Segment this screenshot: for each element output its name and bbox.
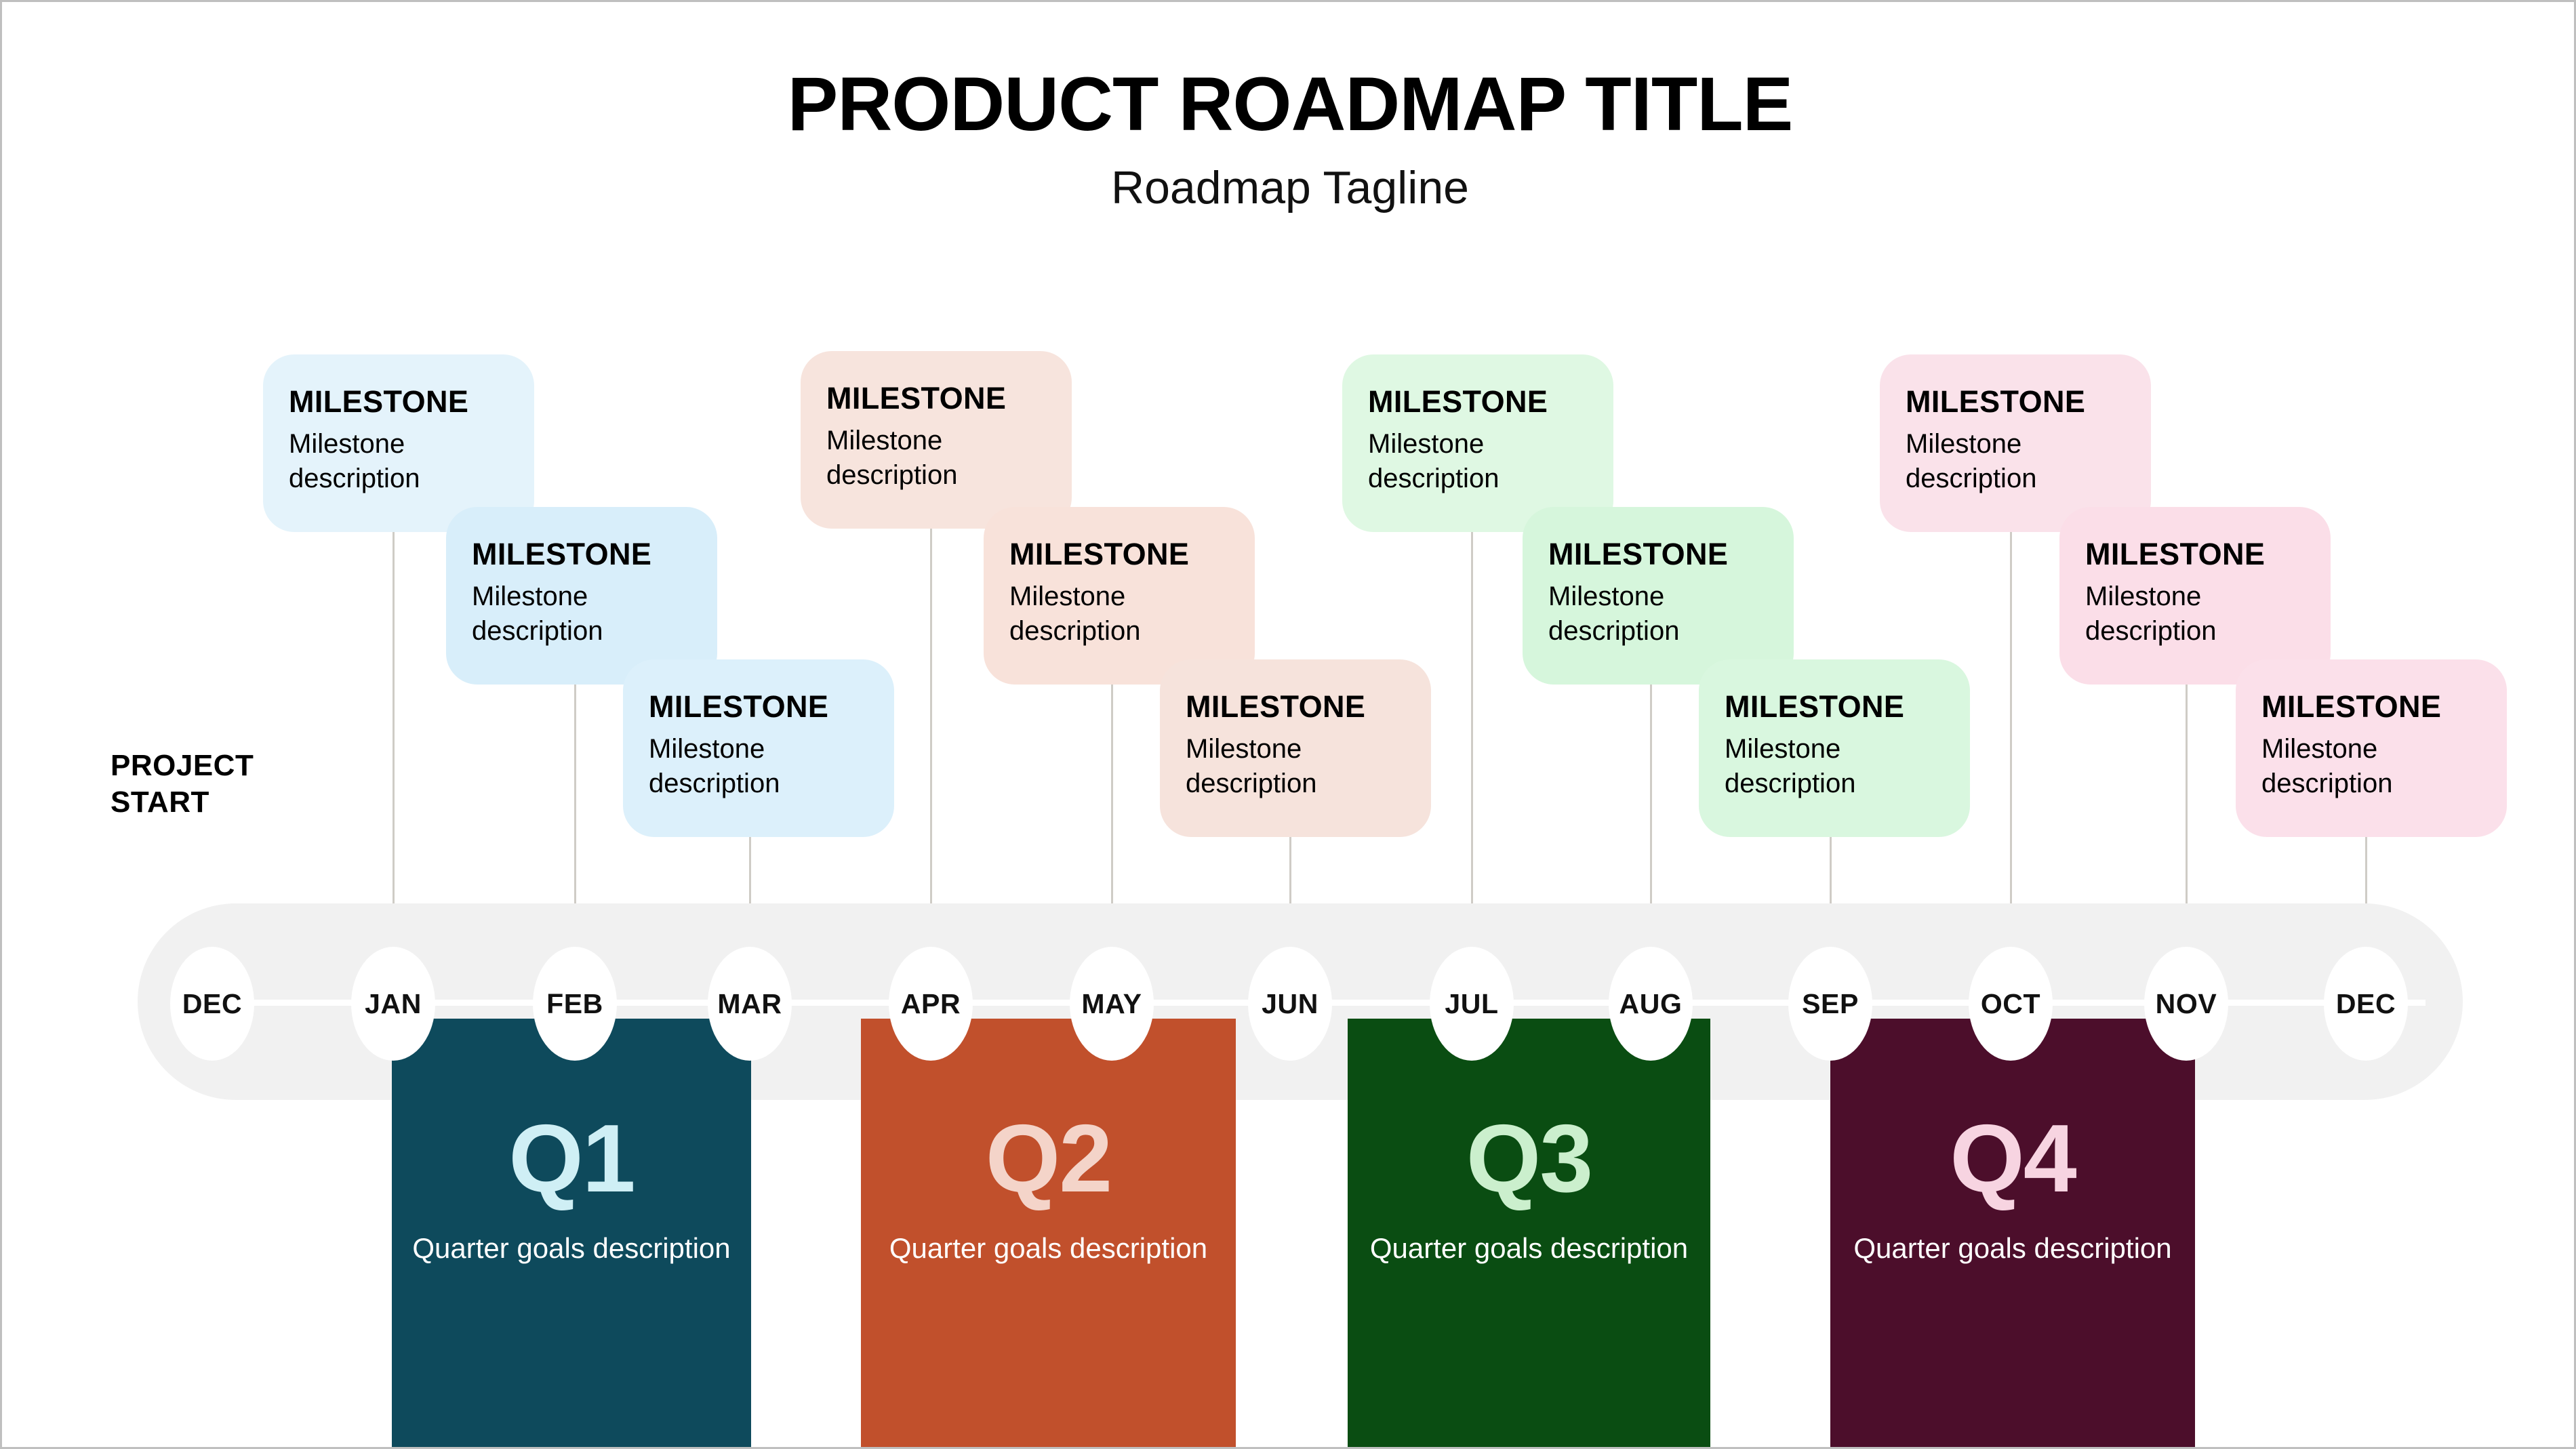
- milestone-title: MILESTONE: [289, 384, 469, 419]
- milestone-title: MILESTONE: [1009, 537, 1190, 571]
- milestone-card[interactable]: MILESTONE Milestone description: [263, 354, 534, 532]
- quarter-label: Q1: [508, 1105, 635, 1212]
- month-label: JUL: [1445, 987, 1499, 1019]
- roadmap-header: PRODUCT ROADMAP TITLE Roadmap Tagline: [2, 62, 2574, 213]
- milestone-description: Milestone description: [472, 581, 603, 646]
- milestone-title: MILESTONE: [1906, 384, 2086, 419]
- milestone-title: MILESTONE: [2085, 537, 2266, 571]
- project-start-line1: PROJECT: [110, 749, 254, 782]
- month-marker-apr-4[interactable]: APR: [889, 947, 973, 1061]
- quarter-label: Q2: [985, 1105, 1112, 1212]
- month-marker-jun-6[interactable]: JUN: [1248, 947, 1332, 1061]
- month-marker-sep-9[interactable]: SEP: [1788, 947, 1872, 1061]
- quarter-label: Q4: [1950, 1105, 2076, 1212]
- milestone-description: Milestone description: [1009, 581, 1141, 646]
- milestone-description: Milestone description: [1906, 429, 2037, 493]
- milestone-description: Milestone description: [1368, 429, 1500, 493]
- milestone-card[interactable]: MILESTONE Milestone description: [984, 507, 1255, 685]
- quarter-label: Q3: [1466, 1105, 1593, 1212]
- milestone-title: MILESTONE: [1548, 537, 1729, 571]
- month-label: MAR: [717, 987, 782, 1019]
- milestone-title: MILESTONE: [1725, 689, 1905, 724]
- milestone-card[interactable]: MILESTONE Milestone description: [801, 351, 1072, 529]
- month-label: SEP: [1802, 987, 1859, 1019]
- milestone-description: Milestone description: [826, 426, 958, 490]
- milestone-title: MILESTONE: [826, 381, 1007, 415]
- month-marker-feb-2[interactable]: FEB: [533, 947, 617, 1061]
- month-marker-jan-1[interactable]: JAN: [351, 947, 435, 1061]
- month-label: FEB: [546, 987, 603, 1019]
- page-tagline: Roadmap Tagline: [1111, 161, 1469, 213]
- milestone-description: Milestone description: [289, 429, 420, 493]
- milestone-card[interactable]: MILESTONE Milestone description: [1880, 354, 2151, 532]
- month-marker-aug-8[interactable]: AUG: [1609, 947, 1693, 1061]
- month-label: AUG: [1619, 987, 1683, 1019]
- month-marker-dec-0[interactable]: DEC: [170, 947, 254, 1061]
- milestone-title: MILESTONE: [649, 689, 829, 724]
- project-start-label: PROJECT START: [110, 748, 334, 820]
- project-start-line2: START: [110, 785, 209, 819]
- quarter-description: Quarter goals description: [1369, 1232, 1689, 1264]
- milestone-title: MILESTONE: [1186, 689, 1366, 724]
- milestone-card[interactable]: MILESTONE Milestone description: [446, 507, 717, 685]
- quarter-description: Quarter goals description: [1853, 1232, 2172, 1264]
- month-label: DEC: [2335, 987, 2396, 1019]
- milestone-description: Milestone description: [1725, 734, 1856, 798]
- milestone-card[interactable]: MILESTONE Milestone description: [1523, 507, 1794, 685]
- month-label: NOV: [2155, 987, 2217, 1019]
- milestone-description: Milestone description: [1186, 734, 1317, 798]
- milestone-card[interactable]: MILESTONE Milestone description: [2059, 507, 2331, 685]
- milestone-card[interactable]: MILESTONE Milestone description: [623, 659, 894, 837]
- month-marker-oct-10[interactable]: OCT: [1969, 947, 2053, 1061]
- milestone-card[interactable]: MILESTONE Milestone description: [1160, 659, 1431, 837]
- milestone-description: Milestone description: [2085, 581, 2217, 646]
- month-marker-nov-11[interactable]: NOV: [2144, 947, 2228, 1061]
- page-title: PRODUCT ROADMAP TITLE: [787, 62, 1794, 146]
- milestone-title: MILESTONE: [1368, 384, 1548, 419]
- milestone-card[interactable]: MILESTONE Milestone description: [2236, 659, 2507, 837]
- month-label: JUN: [1262, 987, 1319, 1019]
- month-marker-mar-3[interactable]: MAR: [708, 947, 792, 1061]
- milestone-card[interactable]: MILESTONE Milestone description: [1699, 659, 1970, 837]
- month-marker-dec-12[interactable]: DEC: [2324, 947, 2408, 1061]
- month-label: MAY: [1081, 987, 1142, 1019]
- milestone-description: Milestone description: [1548, 581, 1680, 646]
- quarter-description: Quarter goals description: [412, 1232, 731, 1264]
- month-label: OCT: [1980, 987, 2041, 1019]
- milestone-title: MILESTONE: [472, 537, 652, 571]
- quarter-description: Quarter goals description: [889, 1232, 1208, 1264]
- milestone-description: Milestone description: [2261, 734, 2393, 798]
- month-label: APR: [900, 987, 961, 1019]
- month-label: JAN: [365, 987, 422, 1019]
- month-label: DEC: [182, 987, 243, 1019]
- milestone-title: MILESTONE: [2261, 689, 2442, 724]
- month-marker-may-5[interactable]: MAY: [1070, 947, 1154, 1061]
- month-marker-jul-7[interactable]: JUL: [1430, 947, 1514, 1061]
- milestone-description: Milestone description: [649, 734, 780, 798]
- milestone-card[interactable]: MILESTONE Milestone description: [1342, 354, 1613, 532]
